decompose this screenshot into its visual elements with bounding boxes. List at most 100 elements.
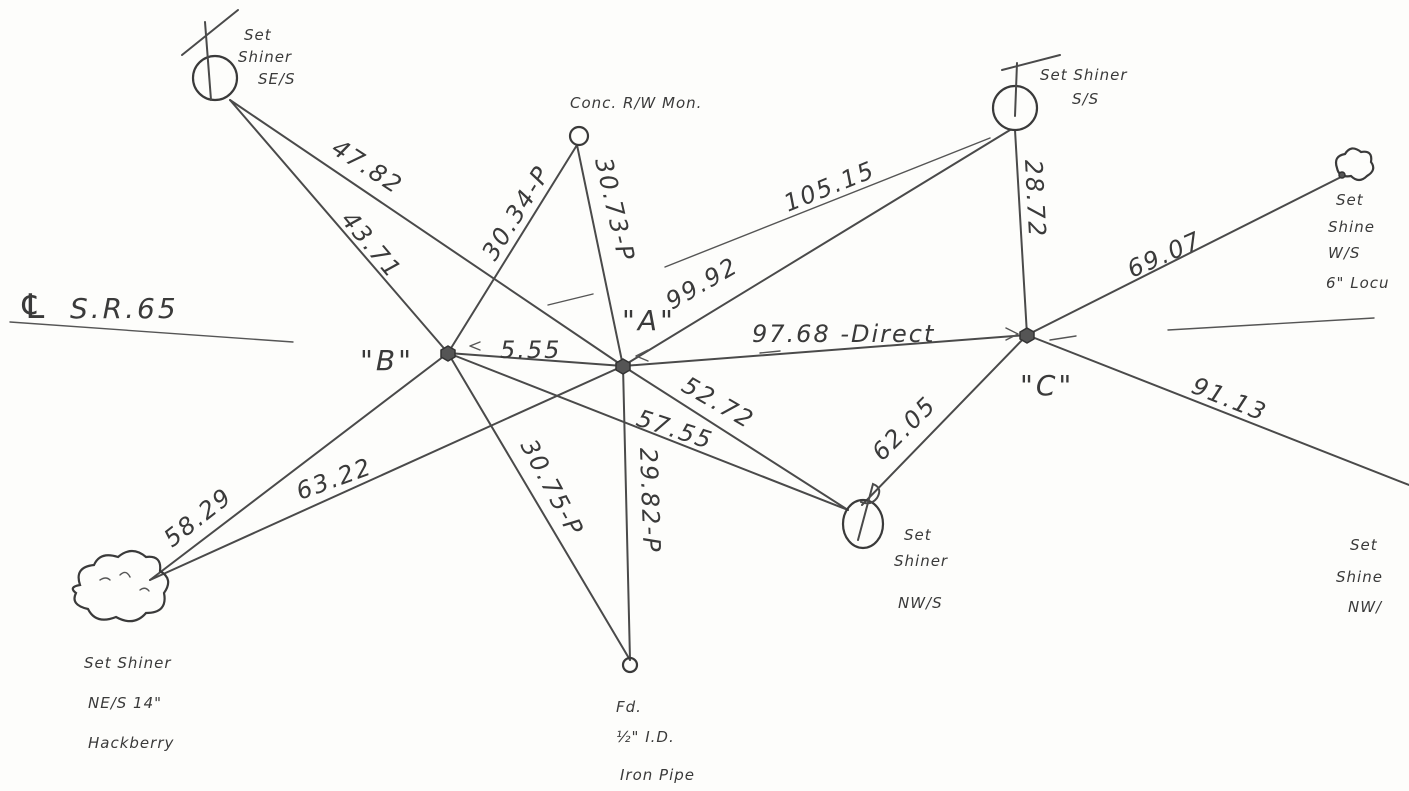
nail-stem-icon <box>204 21 212 101</box>
note-hackberry: Set Shiner NE/S 14" Hackberry <box>84 654 174 752</box>
measurement-offset-105: 105.15 <box>780 156 879 218</box>
measurement-a-pipe: 29.82-P <box>634 447 666 554</box>
measurement-a-c: 97.68 -Direct <box>752 320 935 348</box>
svg-text:SE/S: SE/S <box>258 70 296 88</box>
svg-text:Fd.: Fd. <box>616 698 642 716</box>
tree-texture-icon <box>99 571 150 592</box>
measurement-c-shiner-nw: 62.05 <box>866 391 941 466</box>
line-c-shiner-far-nw <box>1026 334 1409 486</box>
measurement-monument-a: 30.73-P <box>589 155 640 264</box>
note-shiner-nw: Set Shiner NW/S <box>894 526 948 612</box>
line-a-pipe <box>622 365 631 661</box>
note-shiner-se: Set Shiner SE/S <box>238 26 296 88</box>
line-shiner-s-c <box>1014 129 1028 336</box>
line-a-shiner-nw <box>622 365 849 511</box>
svg-text:NE/S 14": NE/S 14" <box>88 694 162 712</box>
note-monument: Conc. R/W Mon. <box>570 94 702 112</box>
svg-text:6" Locu: 6" Locu <box>1326 274 1390 292</box>
line-shiner-se-b <box>229 99 449 354</box>
tree-canopy-icon <box>71 549 170 623</box>
measurement-b-a: 5.55 <box>500 336 561 364</box>
point-a-label: "A" <box>622 304 676 337</box>
measurement-c-shiner-far-nw: 91.13 <box>1188 372 1271 427</box>
nail-point-icon <box>1338 171 1346 179</box>
line-a-shiner-s <box>622 129 1011 367</box>
tree-circle-icon <box>991 84 1039 132</box>
tree-canopy-icon <box>1334 147 1375 182</box>
line-c-shiner-nw <box>861 334 1028 506</box>
svg-text:Shine: Shine <box>1336 568 1383 586</box>
svg-text:Iron Pipe: Iron Pipe <box>620 766 695 784</box>
centerline-right-segment <box>1167 317 1375 331</box>
svg-text:Set: Set <box>904 526 932 544</box>
line-a-c <box>622 334 1028 367</box>
svg-text:NW/S: NW/S <box>898 594 943 612</box>
line-shiner-se-a <box>229 99 624 367</box>
point-c-label: "C" <box>1020 369 1074 402</box>
measurement-shiner-se-b: 43.71 <box>335 206 407 284</box>
note-shiner-far-nw: Set Shine NW/ <box>1336 536 1383 616</box>
tree-circle-icon <box>191 54 239 102</box>
centerline <box>9 137 1375 354</box>
note-iron-pipe: Fd. ½" I.D. Iron Pipe <box>616 698 695 784</box>
line-c-shiner-w <box>1026 175 1344 336</box>
line-b-monument <box>447 144 578 354</box>
centerline-a-tick <box>759 350 781 354</box>
svg-text:Set: Set <box>1336 191 1364 209</box>
svg-text:Set: Set <box>1350 536 1378 554</box>
arrow-a-left <box>635 349 649 362</box>
svg-text:Set: Set <box>244 26 272 44</box>
point-b-label: "B" <box>360 344 414 377</box>
nail-mark-icon <box>181 9 239 56</box>
shiner-w-symbol <box>1334 147 1375 182</box>
shiner-nw-symbol <box>841 482 885 550</box>
svg-text:Shiner: Shiner <box>894 552 948 570</box>
arrow-c-right <box>1005 327 1019 341</box>
tree-circle-icon <box>841 498 885 550</box>
tie-lines <box>149 99 1409 661</box>
line-b-pipe <box>447 352 631 661</box>
nail-mark-icon <box>1001 54 1061 71</box>
centerline-left-segment <box>9 321 294 343</box>
measurement-a-shiner-s: 99.92 <box>661 252 743 316</box>
monument-icon <box>568 125 590 147</box>
svg-text:Shiner: Shiner <box>238 48 292 66</box>
svg-text:Hackberry: Hackberry <box>88 734 174 752</box>
offset-line-105 <box>664 137 991 268</box>
svg-text:W/S: W/S <box>1328 244 1360 262</box>
line-b-shiner-nw <box>447 352 849 511</box>
point-c-marker <box>1019 327 1035 344</box>
measurement-shiner-s-c: 28.72 <box>1019 159 1051 239</box>
nail-stem-icon <box>1014 62 1018 117</box>
line-monument-a <box>576 144 624 367</box>
iron-pipe-icon <box>621 656 639 674</box>
svg-text:S/S: S/S <box>1072 90 1099 108</box>
measurement-b-monument: 30.34-P <box>476 161 556 266</box>
measurement-shiner-se-a: 47.82 <box>327 134 408 200</box>
shiner-se-symbol <box>181 9 239 102</box>
centerline-label: S.R.65 <box>70 292 179 325</box>
centerline-mid-tick <box>547 293 594 306</box>
svg-text:½" I.D.: ½" I.D. <box>616 728 675 746</box>
svg-text:NW/: NW/ <box>1348 598 1383 616</box>
note-shiner-s: Set Shiner S/S <box>1040 66 1128 108</box>
arrow-b-right <box>469 341 481 351</box>
measurement-c-shiner-w: 69.07 <box>1123 226 1206 284</box>
hackberry-symbol <box>71 549 170 623</box>
svg-text:Set Shiner: Set Shiner <box>84 654 172 672</box>
shiner-s-symbol <box>991 54 1061 132</box>
point-a-marker <box>615 358 631 375</box>
line-b-a <box>447 352 624 367</box>
centerline-c-tick <box>1049 335 1077 341</box>
line-b-hackberry <box>149 352 449 581</box>
note-shiner-w: Set Shine W/S 6" Locu <box>1326 191 1390 292</box>
svg-text:Set Shiner: Set Shiner <box>1040 66 1128 84</box>
centerline-symbol: ℄ <box>18 287 48 327</box>
nail-mark-icon <box>857 482 881 541</box>
point-b-marker <box>440 345 456 362</box>
svg-text:Shine: Shine <box>1328 218 1375 236</box>
measurement-b-pipe: 30.75-P <box>515 435 589 542</box>
line-a-hackberry <box>149 365 624 581</box>
